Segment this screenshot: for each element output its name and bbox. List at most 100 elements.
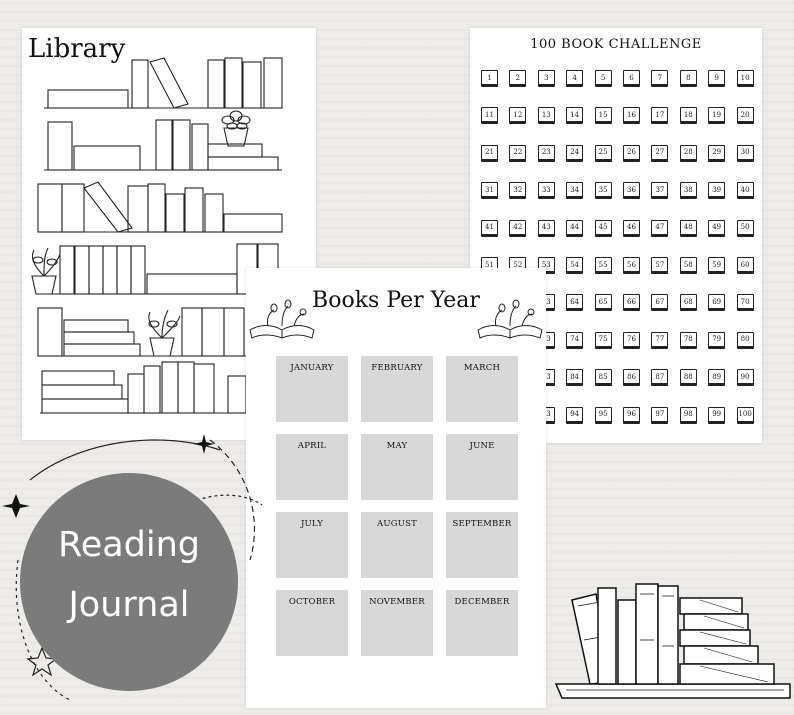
challenge-book-cell: 86 — [623, 369, 640, 387]
challenge-book-cell: 54 — [566, 257, 584, 274]
challenge-book-cell: 6 — [623, 70, 640, 87]
month-box: DECEMBER — [446, 590, 518, 656]
challenge-book-cell: 15 — [594, 107, 612, 125]
challenge-book-cell: 41 — [481, 219, 498, 237]
month-label: MAY — [386, 441, 408, 451]
challenge-book-cell: 64 — [566, 294, 584, 312]
shelf-3-books — [37, 181, 283, 233]
month-box: JUNE — [446, 434, 518, 500]
star-icon — [2, 434, 214, 518]
challenge-book-cell: 50 — [736, 219, 754, 237]
challenge-book-cell: 22 — [509, 144, 527, 162]
challenge-book-cell: 35 — [594, 182, 612, 200]
challenge-book-cell: 8 — [679, 70, 697, 87]
challenge-book-cell: 19 — [708, 107, 726, 125]
challenge-book-cell: 42 — [509, 219, 527, 237]
plant-pot-icon — [31, 247, 61, 295]
month-box: JANUARY — [276, 356, 348, 422]
reading-journal-badge: Reading Journal — [20, 473, 238, 691]
shelf-5-books — [37, 307, 245, 357]
challenge-book-cell: 31 — [481, 182, 498, 200]
month-box: NOVEMBER — [361, 590, 433, 656]
challenge-book-cell: 26 — [623, 144, 640, 162]
month-box: APRIL — [276, 434, 348, 500]
challenge-book-cell: 94 — [566, 406, 584, 424]
challenge-book-cell: 21 — [481, 144, 498, 162]
month-label: NOVEMBER — [369, 597, 425, 607]
challenge-book-cell: 13 — [537, 107, 555, 125]
challenge-book-cell: 10 — [736, 70, 754, 87]
challenge-book-cell: 58 — [679, 257, 697, 274]
challenge-book-cell: 34 — [566, 182, 584, 200]
challenge-title: 100 BOOK CHALLENGE — [530, 37, 702, 52]
month-label: JUNE — [469, 441, 495, 451]
challenge-book-cell: 96 — [623, 406, 640, 424]
challenge-book-cell: 17 — [651, 107, 669, 125]
challenge-book-cell: 97 — [651, 406, 669, 424]
badge-line-journal: Journal — [68, 585, 190, 625]
month-box: MARCH — [446, 356, 518, 422]
challenge-book-cell: 79 — [708, 331, 726, 349]
challenge-book-cell: 9 — [708, 70, 726, 87]
month-box: JULY — [276, 512, 348, 578]
month-label: DECEMBER — [454, 597, 510, 607]
challenge-book-cell: 46 — [623, 219, 640, 237]
challenge-book-cell: 88 — [679, 369, 697, 387]
challenge-book-cell: 4 — [566, 70, 584, 87]
challenge-book-cell: 45 — [594, 219, 612, 237]
month-box: FEBRUARY — [361, 356, 433, 422]
challenge-book-cell: 40 — [736, 182, 754, 200]
month-label: OCTOBER — [288, 597, 336, 607]
challenge-book-cell: 3 — [537, 70, 555, 87]
month-label: SEPTEMBER — [452, 519, 512, 529]
challenge-book-cell: 39 — [708, 182, 726, 200]
challenge-book-cell: 43 — [537, 219, 555, 237]
books-per-year-title: Books Per Year — [312, 288, 480, 313]
challenge-book-cell: 47 — [651, 219, 669, 237]
challenge-book-cell: 18 — [679, 107, 697, 125]
challenge-book-cell: 85 — [594, 369, 612, 387]
month-box: AUGUST — [361, 512, 433, 578]
open-book-flowers-icon — [249, 299, 543, 339]
challenge-book-cell: 33 — [537, 182, 555, 200]
plant-pot-icon — [221, 110, 251, 147]
month-label: JULY — [300, 519, 324, 529]
challenge-book-cell: 53 — [537, 257, 555, 274]
challenge-book-cell: 67 — [651, 294, 669, 312]
challenge-book-cell: 75 — [594, 331, 612, 349]
challenge-book-cell: 77 — [651, 331, 669, 349]
month-label: APRIL — [297, 441, 327, 451]
challenge-book-cell: 14 — [566, 107, 584, 125]
challenge-book-cell: 20 — [736, 107, 754, 125]
challenge-book-cell: 99 — [708, 406, 726, 424]
month-box: SEPTEMBER — [446, 512, 518, 578]
challenge-book-cell: 68 — [679, 294, 697, 312]
challenge-book-cell: 95 — [594, 406, 612, 424]
challenge-book-cell: 38 — [679, 182, 697, 200]
challenge-book-cell: 16 — [623, 107, 640, 125]
challenge-book-cell: 37 — [651, 182, 669, 200]
challenge-book-cell: 98 — [679, 406, 697, 424]
challenge-book-cell: 60 — [736, 257, 754, 274]
challenge-book-cell: 11 — [481, 107, 498, 125]
challenge-book-cell: 66 — [623, 294, 640, 312]
month-label: AUGUST — [377, 519, 417, 529]
challenge-book-cell: 59 — [708, 257, 726, 274]
challenge-book-cell: 87 — [651, 369, 669, 387]
challenge-book-cell: 24 — [566, 144, 584, 162]
challenge-book-cell: 89 — [708, 369, 726, 387]
plant-pot-icon — [148, 309, 181, 357]
challenge-book-cell: 27 — [651, 144, 669, 162]
month-box: MAY — [361, 434, 433, 500]
month-box: OCTOBER — [276, 590, 348, 656]
books-per-year-page: Books Per Year JANUARY FEBRUARY MARCH APRIL… — [246, 268, 546, 708]
month-label: FEBRUARY — [371, 363, 423, 373]
challenge-book-cell: 36 — [623, 182, 640, 200]
challenge-book-cell: 90 — [736, 369, 754, 387]
challenge-book-cell: 84 — [566, 369, 584, 387]
challenge-book-cell: 49 — [708, 219, 726, 237]
challenge-book-cell: 74 — [566, 331, 584, 349]
challenge-book-cell: 69 — [708, 294, 726, 312]
challenge-book-cell: 56 — [623, 257, 640, 274]
